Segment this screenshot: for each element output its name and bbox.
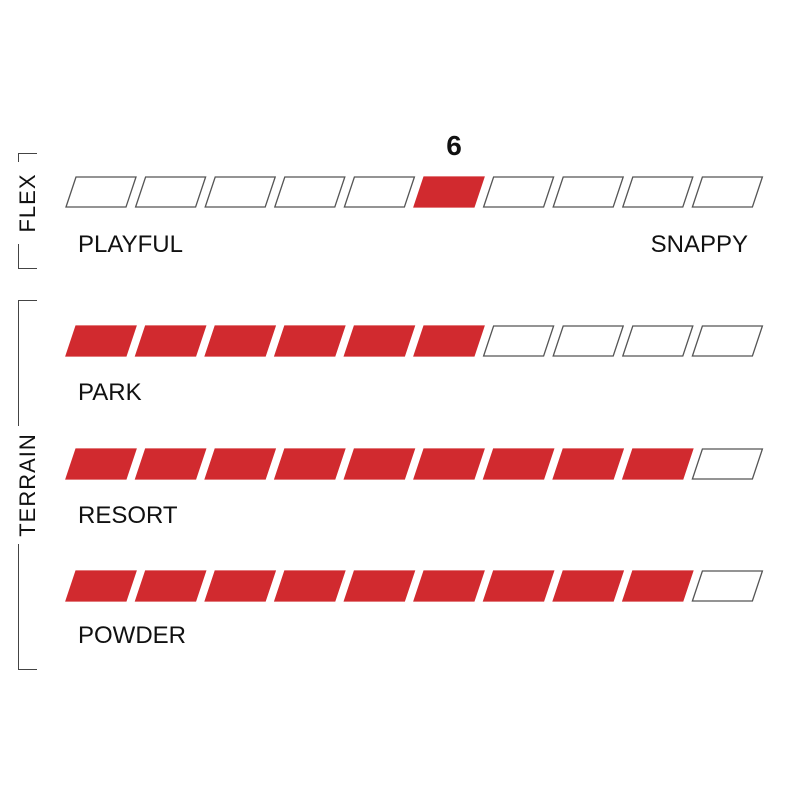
filled-segment [552, 570, 625, 602]
empty-segment [552, 176, 625, 208]
empty-segment [134, 176, 207, 208]
flex-axis-label: FLEX [15, 162, 41, 244]
filled-segment [65, 448, 137, 480]
empty-segment [621, 176, 694, 208]
empty-segment [552, 325, 625, 357]
empty-segment [482, 176, 555, 208]
filled-segment [273, 570, 346, 602]
terrain-resort-label: RESORT [78, 502, 178, 529]
filled-segment [273, 448, 346, 480]
filled-segment [343, 448, 416, 480]
filled-segment [65, 325, 137, 357]
terrain-axis-label: TERRAIN [15, 426, 41, 544]
empty-segment [691, 325, 764, 357]
empty-segment [273, 176, 346, 208]
terrain-powder-scale [62, 568, 774, 604]
terrain-powder-label: POWDER [78, 622, 186, 649]
flex-min-label: PLAYFUL [78, 231, 183, 258]
filled-segment [552, 448, 625, 480]
filled-segment [413, 570, 485, 602]
empty-segment [343, 176, 416, 208]
flex-scale [62, 174, 774, 210]
filled-segment [204, 448, 277, 480]
filled-segment [273, 325, 346, 357]
filled-segment [482, 448, 555, 480]
empty-segment [482, 325, 555, 357]
terrain-resort-scale [62, 446, 774, 482]
flex-max-label: SNAPPY [650, 231, 748, 258]
filled-segment [65, 570, 137, 602]
terrain-park-scale [62, 323, 774, 359]
terrain-powder-graphic [65, 570, 764, 602]
filled-segment [413, 176, 485, 208]
filled-segment [343, 325, 416, 357]
empty-segment [621, 325, 694, 357]
empty-segment [691, 176, 764, 208]
filled-segment [482, 570, 555, 602]
empty-segment [65, 176, 137, 208]
filled-segment [204, 325, 277, 357]
filled-segment [343, 570, 416, 602]
filled-segment [413, 325, 485, 357]
filled-segment [621, 448, 694, 480]
flex-value-label: 6 [446, 130, 462, 161]
empty-segment [204, 176, 277, 208]
terrain-park-graphic [65, 325, 764, 357]
filled-segment [134, 325, 207, 357]
terrain-park-label: PARK [78, 379, 142, 406]
empty-segment [691, 448, 764, 480]
filled-segment [204, 570, 277, 602]
flex-scale-graphic [65, 176, 764, 208]
filled-segment [621, 570, 694, 602]
filled-segment [413, 448, 485, 480]
filled-segment [134, 570, 207, 602]
filled-segment [134, 448, 207, 480]
empty-segment [691, 570, 764, 602]
terrain-resort-graphic [65, 448, 764, 480]
